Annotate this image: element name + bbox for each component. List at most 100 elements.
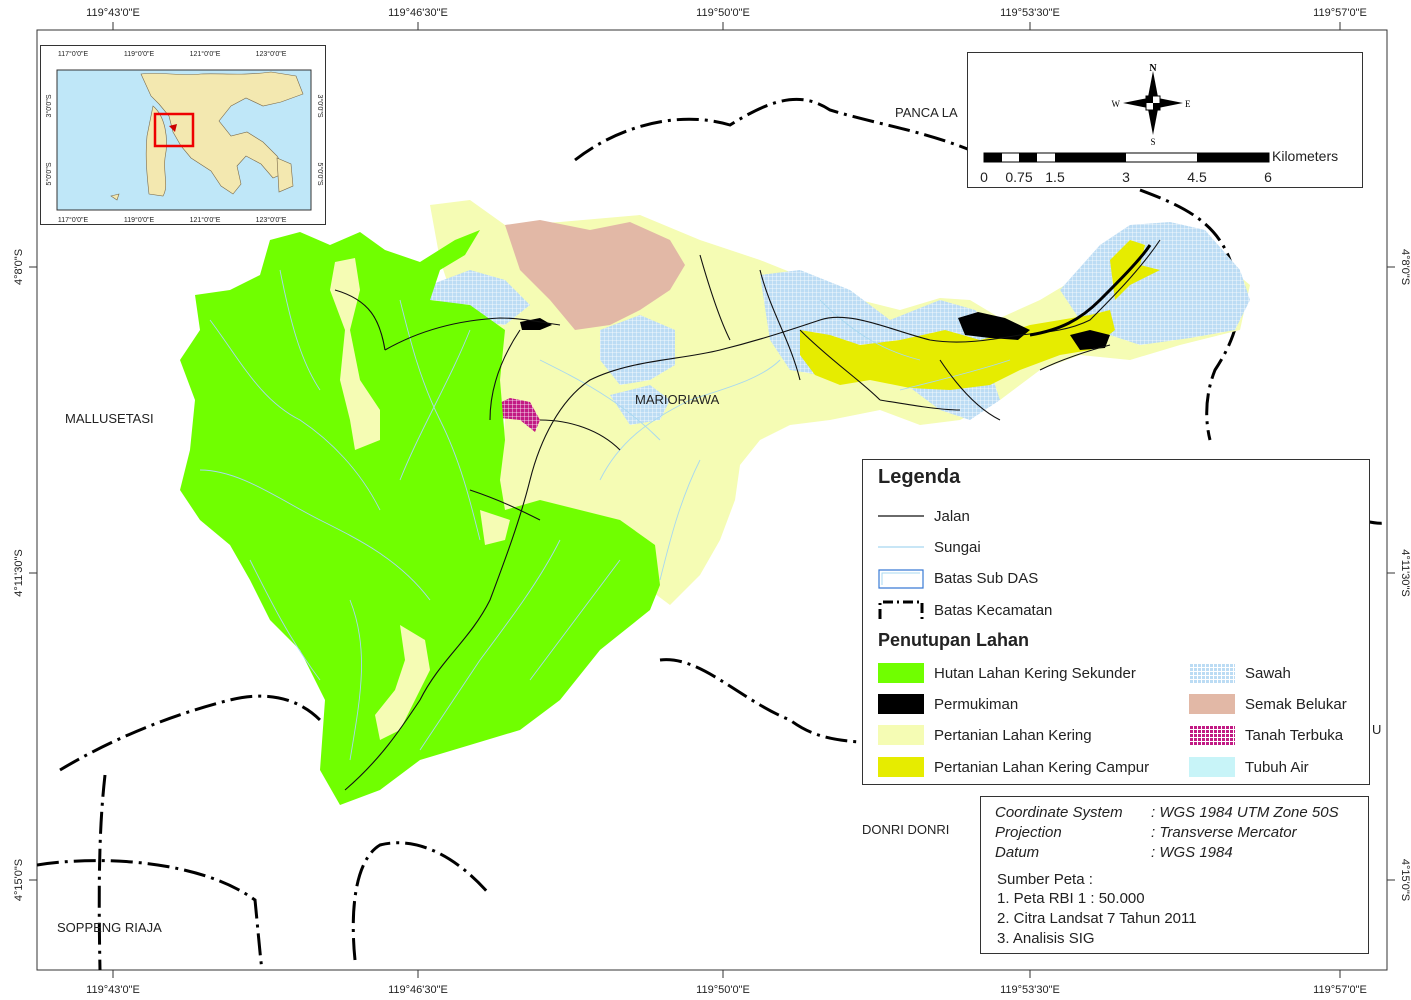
scale-unit: Kilometers: [1272, 148, 1338, 164]
compass-n: N: [1149, 63, 1157, 74]
legend-label: Sawah: [1245, 664, 1291, 682]
compass-w: W: [1112, 99, 1121, 109]
swatch-hutan: [878, 663, 924, 683]
legend-item-batas-sub-das: Batas Sub DAS: [878, 566, 1038, 590]
lat-label-right: 4°11'30"S: [1399, 549, 1411, 597]
scale-north-box: N S W E Kilometers 0 0.75 1.5 3 4.5 6: [967, 52, 1363, 188]
legend-label: Semak Belukar: [1245, 695, 1347, 713]
graticule-ticks: [29, 22, 1395, 978]
landcover-pertanian-lahan-kering-campur: [800, 310, 1115, 390]
place-u: U: [1372, 722, 1381, 737]
landcover-pertanian-lahan-kering: [375, 625, 430, 740]
compass-e: E: [1185, 99, 1191, 109]
source-item: 1. Peta RBI 1 : 50.000: [997, 890, 1145, 907]
legend-item-landcover: Sawah: [1189, 661, 1291, 685]
inset-landmass: [110, 71, 304, 201]
inset-lon-label-bottom: 121°0'0"E: [190, 216, 221, 224]
compass-s: S: [1150, 137, 1155, 147]
scale-label: 1.5: [1045, 169, 1065, 185]
legend-item-landcover: Tanah Terbuka: [1189, 723, 1343, 747]
legend-landcover-title: Penutupan Lahan: [878, 630, 1030, 650]
landcover-hutan-lahan-kering-sekunder: [180, 230, 660, 805]
landcover-layer: [180, 200, 1250, 805]
legend-label: Permukiman: [934, 695, 1019, 713]
legend-item-landcover: Pertanian Lahan Kering: [878, 723, 1092, 747]
landcover-permukiman: [1070, 330, 1110, 350]
source-title: Sumber Peta :: [997, 871, 1093, 888]
landcover-pertanian-lahan-kering-campur: [1110, 240, 1160, 300]
inset-lon-label-bottom: 123°0'0"E: [256, 216, 287, 224]
inset-lon-label-bottom: 119°0'0"E: [124, 216, 155, 224]
lon-label-top: 119°50'0"E: [696, 7, 750, 19]
datum-value: : WGS 1984: [1151, 844, 1233, 861]
source-item: 2. Citra Landsat 7 Tahun 2011: [997, 910, 1197, 927]
landcover-semak-belukar: [505, 220, 685, 330]
lon-label-bottom: 119°50'0"E: [696, 984, 750, 996]
inset-study-area-box: [153, 112, 195, 148]
scale-label: 3: [1122, 169, 1130, 185]
river-line-icon: [878, 536, 924, 558]
landcover-pertanian-lahan-kering: [330, 258, 380, 450]
legend-label: Batas Sub DAS: [934, 569, 1039, 587]
inset-study-area-marker: [169, 124, 177, 132]
lon-label-top: 119°53'30"E: [1000, 7, 1060, 19]
inset-lat-label-right: 3°0'0"S: [316, 95, 324, 118]
legend-label: Sungai: [934, 538, 981, 556]
inset-map: 117°0'0"E 119°0'0"E 121°0'0"E 123°0'0"E …: [40, 45, 326, 225]
inset-lat-label-left: 3°0'0"S: [45, 94, 53, 117]
road-line-icon: [878, 505, 924, 527]
subwatershed-boundary-icon: [878, 567, 924, 589]
lon-label-bottom: 119°43'0"E: [86, 984, 140, 996]
lon-label-bottom: 119°57'0"E: [1313, 984, 1367, 996]
legend-item-landcover: Hutan Lahan Kering Sekunder: [878, 661, 1136, 685]
swatch-tanah-terbuka: [1189, 725, 1235, 745]
swatch-sawah: [1189, 663, 1235, 683]
lon-label-top: 119°43'0"E: [86, 7, 140, 19]
landcover-permukiman: [958, 312, 1030, 340]
lat-label-left: 4°15'0"S: [13, 859, 25, 901]
scale-label: 0: [980, 169, 988, 185]
landcover-sawah: [600, 315, 675, 385]
lon-label-bottom: 119°46'30"E: [388, 984, 448, 996]
projection-value: : Transverse Mercator: [1151, 824, 1297, 841]
lat-label-right: 4°15'0"S: [1399, 859, 1411, 901]
lat-label-left: 4°11'30"S: [13, 549, 25, 597]
datum-label: Datum: [995, 844, 1040, 861]
place-panca-la: PANCA LA: [895, 105, 958, 120]
north-arrow-icon: N S W E: [1112, 63, 1192, 147]
legend-label: Hutan Lahan Kering Sekunder: [934, 664, 1136, 682]
landcover-permukiman: [520, 318, 552, 330]
scale-label: 0.75: [1005, 169, 1032, 185]
legend-label: Batas Kecamatan: [934, 601, 1053, 619]
lon-label-top: 119°46'30"E: [388, 7, 448, 19]
legend-item-landcover: Permukiman: [878, 692, 1018, 716]
inset-lat-label-right: 5°0'0"S: [316, 163, 324, 186]
legend-label: Tubuh Air: [1245, 758, 1309, 776]
swatch-tubuh-air: [1189, 757, 1235, 777]
legend-item-sungai: Sungai: [878, 535, 981, 559]
legend-item-jalan: Jalan: [878, 504, 970, 528]
lon-label-bottom: 119°53'30"E: [1000, 984, 1060, 996]
place-donri-donri: DONRI DONRI: [862, 822, 949, 837]
inset-lon-label-top: 121°0'0"E: [190, 50, 221, 58]
place-marioriawa: MARIORIAWA: [635, 392, 720, 407]
main-road: [1029, 244, 1152, 337]
legend-label: Tanah Terbuka: [1245, 726, 1344, 744]
landcover-tanah-terbuka: [495, 398, 540, 432]
coord-system-value: : WGS 1984 UTM Zone 50S: [1151, 804, 1339, 821]
scale-label: 6: [1264, 169, 1272, 185]
lat-label-right: 4°8'0"S: [1399, 249, 1411, 285]
landcover-pertanian-lahan-kering: [480, 510, 510, 545]
district-boundaries: [37, 97, 1387, 970]
swatch-permukiman: [878, 694, 924, 714]
legend-label: Jalan: [934, 507, 970, 525]
district-boundary-icon: [878, 599, 924, 621]
place-mallusetasi: MALLUSETASI: [65, 411, 154, 426]
legend-item-landcover: Pertanian Lahan Kering Campur: [878, 755, 1149, 779]
legend-item-landcover: Tubuh Air: [1189, 755, 1309, 779]
inset-lon-label-top: 123°0'0"E: [256, 50, 287, 58]
source-item: 3. Analisis SIG: [997, 930, 1095, 947]
inset-lon-label-bottom: 117°0'0"E: [58, 216, 89, 224]
inset-lat-label-left: 5°0'0"S: [45, 162, 53, 185]
projection-label: Projection: [995, 824, 1062, 841]
